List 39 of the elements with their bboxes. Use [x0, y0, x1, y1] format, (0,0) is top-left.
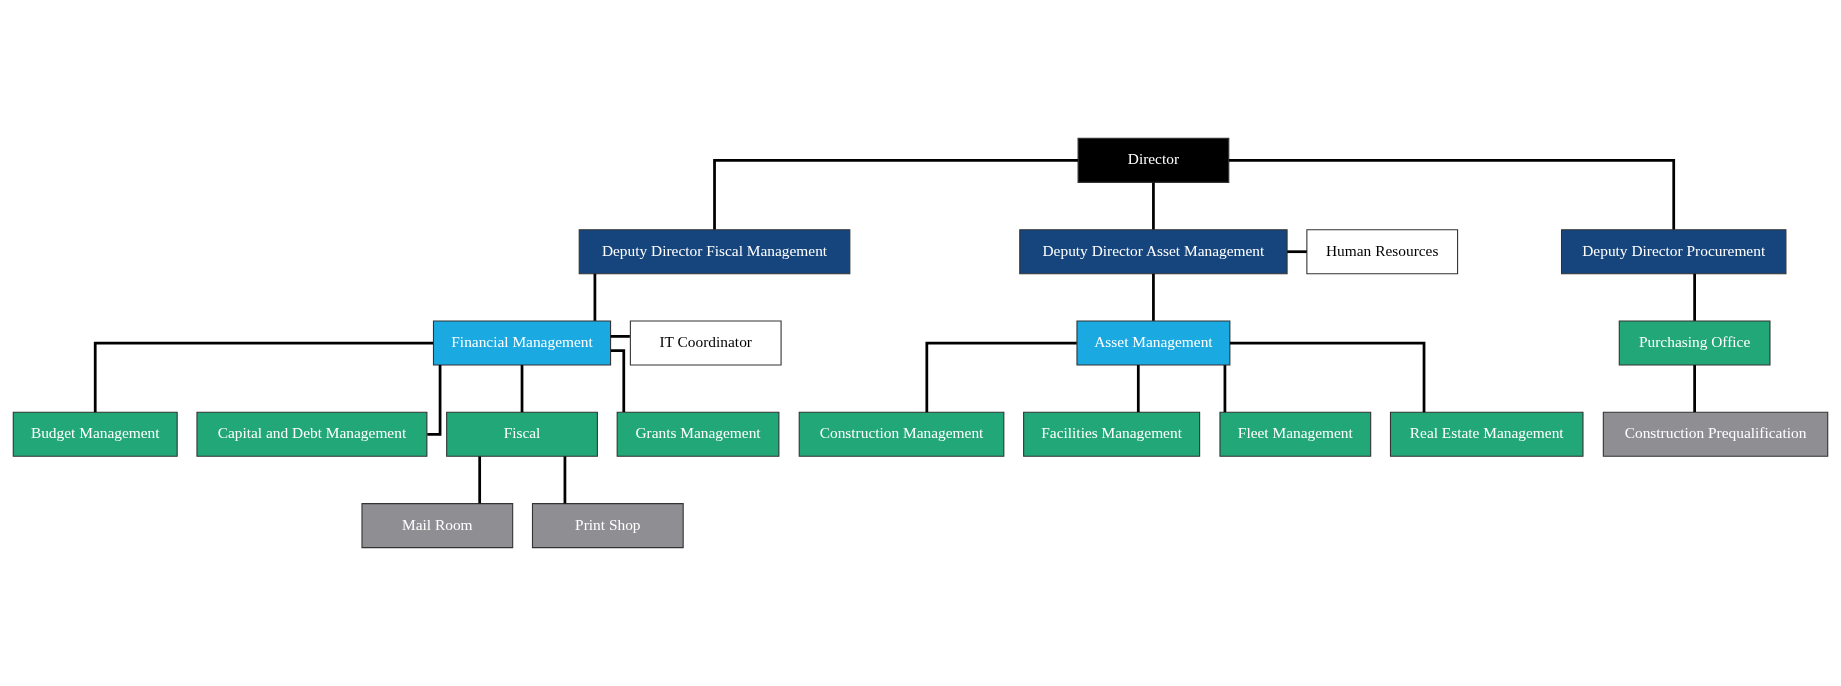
node-box: Purchasing Office [1618, 320, 1771, 366]
connector [1229, 341, 1426, 413]
node-box: Deputy Director Procurement [1561, 229, 1787, 275]
connector [563, 456, 567, 504]
connector [593, 273, 597, 321]
connector [93, 341, 434, 413]
connector [610, 335, 630, 338]
connector [1136, 365, 1140, 413]
connector [1152, 182, 1155, 230]
node-box: Asset Management [1076, 320, 1231, 366]
connector [427, 365, 442, 436]
connector [1152, 273, 1155, 321]
node-box: Director [1077, 137, 1230, 183]
node-box: Capital and Debt Management [196, 411, 428, 457]
connector [925, 341, 1077, 413]
node-box: Financial Management [432, 320, 612, 366]
connector [478, 456, 482, 504]
node-box: IT Coordinator [629, 320, 782, 366]
connector [1287, 250, 1307, 254]
connector [1693, 365, 1696, 413]
connector [610, 349, 626, 412]
connector [1228, 159, 1676, 230]
node-box: Deputy Director Asset Management [1019, 229, 1288, 275]
node-box: Deputy Director Fiscal Management [578, 229, 851, 275]
node-box: Fleet Management [1219, 411, 1372, 457]
connector [1693, 273, 1696, 321]
node-box: Construction Prequalification [1602, 411, 1829, 457]
node-box: Grants Management [616, 411, 780, 457]
node-box: Human Resources [1306, 229, 1459, 275]
node-box: Mail Room [361, 503, 514, 549]
node-box: Facilities Management [1023, 411, 1201, 457]
connector [520, 365, 524, 413]
connector [1223, 365, 1227, 413]
node-box: Budget Management [12, 411, 178, 457]
node-box: Fiscal [446, 411, 598, 457]
connector [713, 159, 1078, 230]
node-box: Print Shop [531, 503, 684, 549]
node-box: Real Estate Management [1389, 411, 1584, 457]
node-box: Construction Management [798, 411, 1005, 457]
